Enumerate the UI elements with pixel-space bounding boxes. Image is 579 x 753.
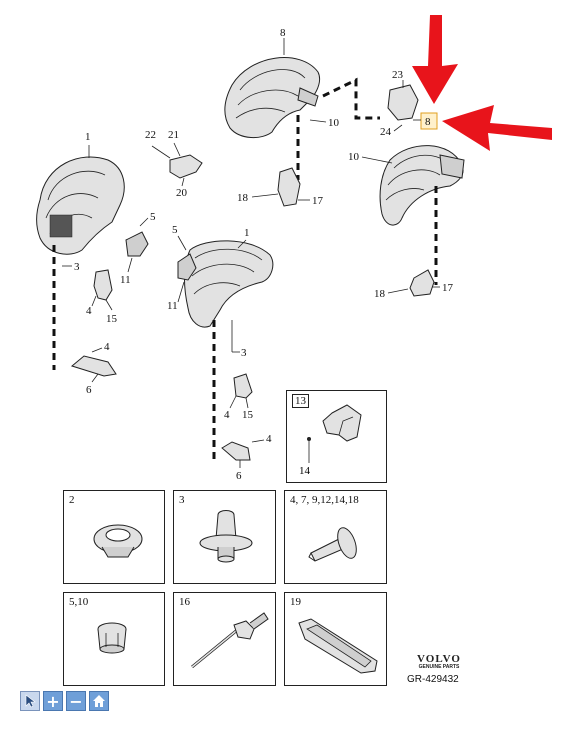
callout-15-center: 15 xyxy=(242,409,254,421)
viewer-toolbar: + − xyxy=(20,691,109,711)
brand-subtitle: GENUINE PARTS xyxy=(418,664,460,670)
callout-18-right: 18 xyxy=(374,288,386,300)
detail-box-13[interactable]: 13 14 xyxy=(286,390,387,483)
callout-24: 24 xyxy=(380,126,392,138)
callout-4b-center: 4 xyxy=(266,433,272,445)
highlight-box-8[interactable] xyxy=(420,112,438,130)
detail-box-13-label: 13 xyxy=(292,394,309,408)
callout-8-top: 8 xyxy=(280,27,286,39)
callout-23: 23 xyxy=(392,69,404,81)
callout-1-center: 1 xyxy=(244,227,250,239)
callout-22: 22 xyxy=(145,129,156,141)
left-liner-part-1[interactable] xyxy=(36,156,125,255)
detail-box-16[interactable]: 16 xyxy=(173,592,276,686)
blind-rivet-icon xyxy=(191,612,269,669)
screw-clip-icon xyxy=(308,527,357,562)
home-icon xyxy=(93,695,105,707)
callout-5-center: 5 xyxy=(172,224,178,236)
volvo-logo: VOLVO GENUINE PARTS xyxy=(412,653,466,670)
detail-box-5-10-label: 5,10 xyxy=(69,596,89,608)
red-arrow-left-icon xyxy=(442,105,552,151)
strip-part-6-center[interactable] xyxy=(221,441,251,461)
bracket-part-23[interactable] xyxy=(387,84,419,121)
detail-box-5-10[interactable]: 5,10 xyxy=(63,592,165,686)
callout-17-mid: 17 xyxy=(312,195,324,207)
mudflap-part-17-mid[interactable] xyxy=(277,167,301,207)
callout-1-left: 1 xyxy=(85,131,91,143)
callout-6-center: 6 xyxy=(236,470,242,482)
callout-3-left: 3 xyxy=(74,261,80,273)
detail-box-2-label: 2 xyxy=(69,494,75,506)
mudflap-part-13-icon xyxy=(307,404,362,463)
zoom-in-button[interactable]: + xyxy=(43,691,63,711)
zoom-in-icon: + xyxy=(46,691,60,711)
cursor-tool-button[interactable] xyxy=(20,691,40,711)
detail-box-3[interactable]: 3 xyxy=(173,490,276,584)
zoom-out-button[interactable]: − xyxy=(66,691,86,711)
detail-box-19[interactable]: 19 xyxy=(284,592,387,686)
callout-17-right: 17 xyxy=(442,282,454,294)
callout-6-left: 6 xyxy=(86,384,92,396)
callout-15-left: 15 xyxy=(106,313,118,325)
zoom-out-icon: − xyxy=(69,691,83,711)
mudflap-part-17-right[interactable] xyxy=(409,269,435,297)
bracket-part-20[interactable] xyxy=(169,154,203,179)
clip-part-11-left[interactable] xyxy=(125,231,149,257)
clip-part-11-center[interactable] xyxy=(177,253,197,281)
nut-clip-icon xyxy=(97,622,127,654)
callout-4a-center: 4 xyxy=(224,409,230,421)
rivet-clip-icon xyxy=(199,510,253,563)
cursor-icon xyxy=(25,694,36,708)
brand-name: VOLVO xyxy=(417,653,461,665)
seal-strip-icon xyxy=(298,618,378,674)
callout-11-center: 11 xyxy=(167,300,178,312)
detail-box-16-label: 16 xyxy=(179,596,190,608)
detail-box-13-sub: 14 xyxy=(299,465,310,477)
detail-box-19-label: 19 xyxy=(290,596,301,608)
push-clip-icon xyxy=(93,524,143,558)
mudflap-part-15-left[interactable] xyxy=(93,269,113,301)
detail-box-4-label: 4, 7, 9,12,14,18 xyxy=(290,494,359,506)
callout-18-mid: 18 xyxy=(237,192,249,204)
callout-3-center: 3 xyxy=(241,347,247,359)
callout-8-highlight: 8 xyxy=(425,116,431,128)
callout-4a-left: 4 xyxy=(86,305,92,317)
callout-11-left: 11 xyxy=(120,274,131,286)
detail-box-4[interactable]: 4, 7, 9,12,14,18 xyxy=(284,490,387,584)
callout-5-left: 5 xyxy=(150,211,156,223)
mudflap-part-15-center[interactable] xyxy=(233,373,253,399)
rear-liner-part-8[interactable] xyxy=(224,57,321,138)
detail-box-2[interactable]: 2 xyxy=(63,490,165,584)
red-arrow-down-icon xyxy=(412,15,458,104)
home-button[interactable] xyxy=(89,691,109,711)
callout-10-right: 10 xyxy=(348,151,360,163)
right-liner-part-10[interactable] xyxy=(379,145,465,226)
callout-10-top: 10 xyxy=(328,117,340,129)
diagram-reference: GR-429432 xyxy=(407,674,459,685)
center-liner-part-1[interactable] xyxy=(184,240,274,328)
detail-box-3-label: 3 xyxy=(179,494,185,506)
callout-20: 20 xyxy=(176,187,188,199)
callout-21: 21 xyxy=(168,129,179,141)
callout-4b-left: 4 xyxy=(104,341,110,353)
strip-part-6-left[interactable] xyxy=(70,355,117,377)
